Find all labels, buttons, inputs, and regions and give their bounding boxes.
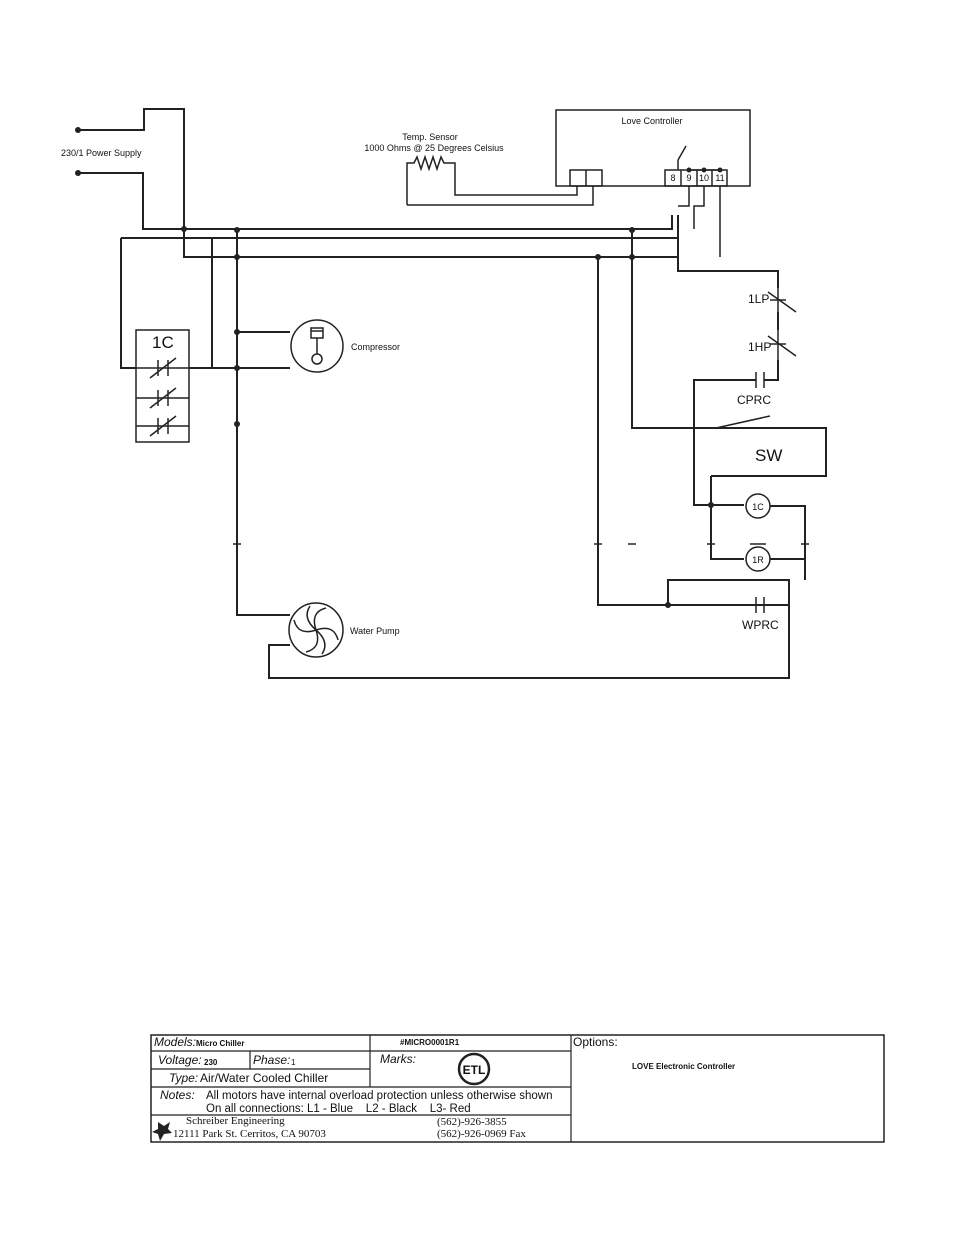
cprc-label: CPRC	[737, 393, 771, 407]
notes-line-1: All motors have internal overload protec…	[206, 1090, 552, 1102]
company-fax: (562)-926-0969 Fax	[437, 1128, 526, 1140]
compressor: Compressor	[189, 230, 400, 616]
terminal-8: 8	[670, 173, 675, 183]
controller-label: Love Controller	[621, 116, 682, 126]
pressure-switches: 1LP 1HP	[677, 257, 797, 381]
company-logo-icon	[152, 1122, 172, 1141]
phase-value: 1	[291, 1058, 296, 1067]
sw-label: SW	[755, 446, 782, 465]
coils: 1C 1R	[707, 493, 809, 580]
power-supply-label: 230/1 Power Supply	[61, 148, 142, 158]
sw-switch: SW	[693, 415, 782, 508]
contactor-1c: 1C	[135, 238, 213, 443]
type-label: Type:	[169, 1071, 198, 1085]
temp-sensor-label: Temp. Sensor	[402, 132, 458, 142]
temp-sensor-spec: 1000 Ohms @ 25 Degrees Celsius	[364, 143, 504, 153]
temp-sensor: Temp. Sensor 1000 Ohms @ 25 Degrees Cels…	[364, 132, 594, 206]
company-phone: (562)-926-3855	[437, 1116, 507, 1128]
type-value: Air/Water Cooled Chiller	[200, 1071, 328, 1085]
models-label: Models:	[154, 1035, 196, 1049]
voltage-label: Voltage:	[158, 1053, 202, 1067]
models-value: Micro Chiller	[196, 1039, 244, 1048]
company-name: Schreiber Engineering	[186, 1115, 285, 1127]
terminal-9: 9	[686, 173, 691, 183]
company-address: 12111 Park St. Cerritos, CA 90703	[173, 1128, 326, 1140]
love-controller: Love Controller 8 9 10 11	[555, 109, 751, 257]
1hp-label: 1HP	[748, 340, 771, 354]
drawing-number: #MICRO0001R1	[400, 1038, 460, 1047]
options-label: Options:	[573, 1035, 618, 1049]
terminal-10: 10	[699, 173, 709, 183]
water-pump-label: Water Pump	[350, 626, 400, 636]
options-value: LOVE Electronic Controller	[632, 1062, 735, 1071]
cprc-contact: CPRC	[693, 372, 771, 428]
compressor-label: Compressor	[351, 342, 400, 352]
notes-label: Notes:	[160, 1088, 195, 1102]
control-branches	[594, 230, 827, 608]
voltage-value: 230	[204, 1058, 218, 1067]
marks-label: Marks:	[380, 1052, 416, 1066]
coil-1c-label: 1C	[752, 502, 764, 512]
etl-mark-icon: ETL	[457, 1052, 491, 1086]
terminal-11: 11	[715, 173, 724, 183]
power-rails	[120, 226, 678, 369]
contactor-label: 1C	[152, 333, 174, 352]
relay-1r-label: 1R	[752, 555, 764, 565]
wprc-label: WPRC	[742, 618, 779, 632]
wprc-contact: WPRC	[742, 597, 779, 632]
1lp-label: 1LP	[748, 292, 769, 306]
notes-line-2: On all connections: L1 - Blue L2 - Black…	[206, 1103, 471, 1115]
water-pump: Water Pump	[268, 602, 790, 679]
etl-mark-text: ETL	[463, 1063, 486, 1077]
phase-label: Phase:	[253, 1053, 290, 1067]
title-block: Models: Micro Chiller #MICRO0001R1 Optio…	[150, 1034, 885, 1143]
